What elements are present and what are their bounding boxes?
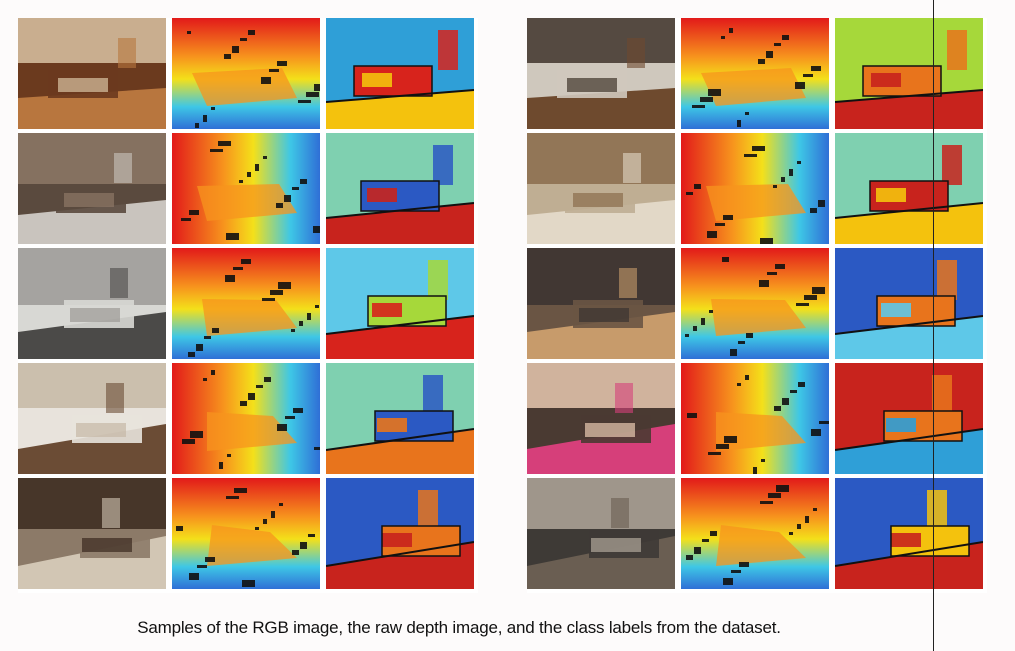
rgb-image-graphic <box>527 133 675 244</box>
labels-image-bedroom <box>326 133 474 244</box>
rgb-image-graphic <box>527 478 675 589</box>
depth-image-graphic <box>172 18 320 129</box>
labels-image-graphic <box>326 133 474 244</box>
depth-image-living-room-2 <box>681 478 829 589</box>
depth-image-bathroom <box>681 133 829 244</box>
labels-image-graphic <box>835 478 983 589</box>
labels-image-kitchen <box>326 478 474 589</box>
labels-image-home-office <box>835 248 983 359</box>
labels-image-dining-room <box>326 363 474 474</box>
rgb-image-graphic <box>18 133 166 244</box>
rgb-image-graphic <box>18 478 166 589</box>
labels-image-living-room-2 <box>835 478 983 589</box>
labels-image-graphic <box>326 478 474 589</box>
figure-caption: Samples of the RGB image, the raw depth … <box>137 618 781 637</box>
depth-image-office-corridor <box>172 248 320 359</box>
depth-image-bedroom-2 <box>681 363 829 474</box>
labels-image-living-room <box>326 18 474 129</box>
depth-image-graphic <box>681 478 829 589</box>
rgb-image-living-room <box>18 18 166 129</box>
depth-image-bedroom <box>172 133 320 244</box>
rgb-image-bedroom <box>18 133 166 244</box>
rgb-image-dining-table <box>527 18 675 129</box>
rgb-image-graphic <box>18 363 166 474</box>
depth-image-graphic <box>172 248 320 359</box>
depth-image-home-office <box>681 248 829 359</box>
depth-image-dining-table <box>681 18 829 129</box>
labels-image-office-corridor <box>326 248 474 359</box>
depth-image-living-room <box>172 18 320 129</box>
labels-image-graphic <box>835 248 983 359</box>
rgb-image-living-room-2 <box>527 478 675 589</box>
depth-image-graphic <box>681 363 829 474</box>
depth-image-graphic <box>681 248 829 359</box>
depth-image-graphic <box>172 133 320 244</box>
rgb-image-graphic <box>527 18 675 129</box>
labels-image-graphic <box>835 363 983 474</box>
rgb-image-graphic <box>18 248 166 359</box>
depth-image-graphic <box>172 478 320 589</box>
depth-image-dining-room <box>172 363 320 474</box>
rgb-image-graphic <box>18 18 166 129</box>
depth-image-graphic <box>681 133 829 244</box>
depth-image-kitchen <box>172 478 320 589</box>
depth-image-graphic <box>172 363 320 474</box>
labels-image-graphic <box>835 133 983 244</box>
labels-image-bathroom <box>835 133 983 244</box>
labels-image-dining-table <box>835 18 983 129</box>
depth-image-graphic <box>681 18 829 129</box>
rgb-image-office-corridor <box>18 248 166 359</box>
rgb-image-graphic <box>527 248 675 359</box>
page-margin-rule <box>933 0 934 651</box>
right-sample-grid <box>527 18 987 593</box>
labels-image-graphic <box>326 248 474 359</box>
labels-image-bedroom-2 <box>835 363 983 474</box>
left-sample-grid <box>18 18 478 593</box>
rgb-image-kitchen <box>18 478 166 589</box>
labels-image-graphic <box>835 18 983 129</box>
rgb-image-bedroom-2 <box>527 363 675 474</box>
rgb-image-home-office <box>527 248 675 359</box>
labels-image-graphic <box>326 363 474 474</box>
rgb-image-bathroom <box>527 133 675 244</box>
rgb-image-dining-room <box>18 363 166 474</box>
rgb-image-graphic <box>527 363 675 474</box>
labels-image-graphic <box>326 18 474 129</box>
